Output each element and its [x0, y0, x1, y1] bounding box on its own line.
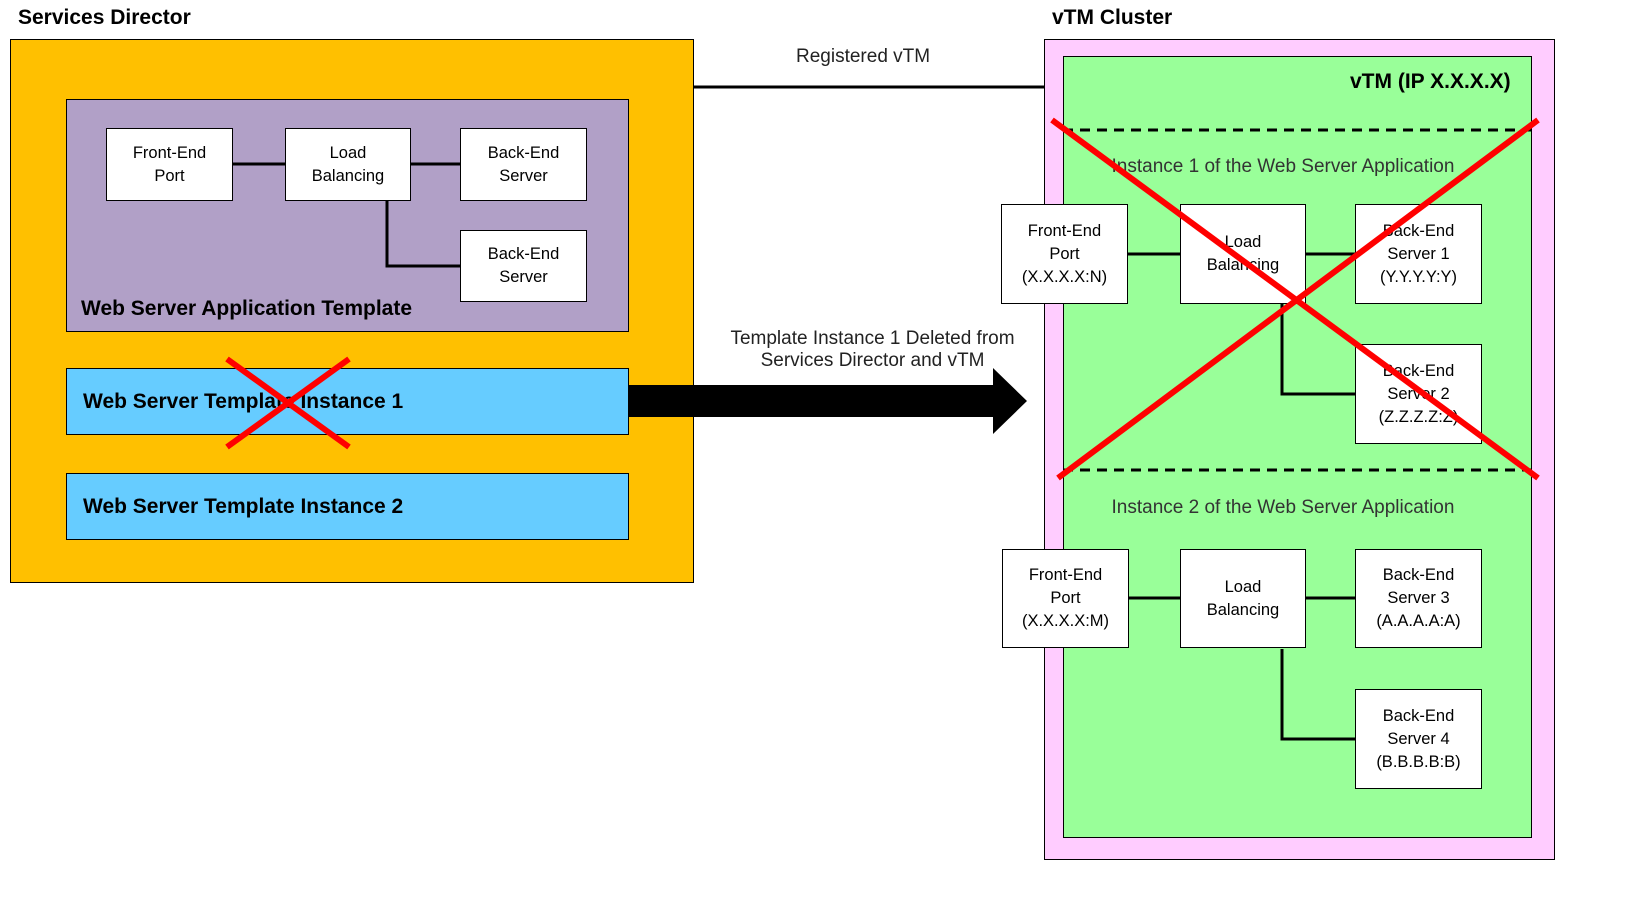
instance-2-load-balancing: Load Balancing	[1180, 549, 1306, 648]
template-back-end-server-2: Back-End Server	[460, 230, 587, 302]
services-director-title: Services Director	[18, 6, 191, 29]
template-instance-2-label: Web Server Template Instance 2	[83, 494, 404, 518]
instance-1-front-end-port: Front-End Port (X.X.X.X:N)	[1001, 204, 1128, 304]
instance-2-front-end-port: Front-End Port (X.X.X.X:M)	[1002, 549, 1129, 648]
template-instance-1-label: Web Server Template Instance 1	[83, 389, 404, 413]
instance-1-back-end-server-2: Back-End Server 2 (Z.Z.Z.Z:Z)	[1355, 344, 1482, 444]
vtm-cluster-title: vTM Cluster	[1052, 6, 1173, 29]
template-instance-2-bar[interactable]: Web Server Template Instance 2	[66, 473, 629, 540]
instance-2-back-end-server-3: Back-End Server 3 (A.A.A.A:A)	[1355, 549, 1482, 648]
template-instance-1-bar[interactable]: Web Server Template Instance 1	[66, 368, 629, 435]
instance-1-back-end-server-1: Back-End Server 1 (Y.Y.Y.Y:Y)	[1355, 204, 1482, 304]
instance-2-heading: Instance 2 of the Web Server Application	[1111, 497, 1455, 518]
application-template-title: Web Server Application Template	[81, 297, 413, 320]
template-load-balancing: Load Balancing	[285, 128, 411, 201]
registered-vtm-label: Registered vTM	[796, 46, 931, 67]
vtm-ip-title: vTM (IP X.X.X.X)	[1350, 70, 1511, 93]
template-front-end-port: Front-End Port	[106, 128, 233, 201]
instance-1-load-balancing: Load Balancing	[1180, 204, 1306, 304]
instance-1-heading: Instance 1 of the Web Server Application	[1111, 156, 1455, 177]
instance-2-back-end-server-4: Back-End Server 4 (B.B.B.B:B)	[1355, 689, 1482, 789]
deletion-label: Template Instance 1 Deleted from Service…	[730, 328, 1015, 371]
template-back-end-server-1: Back-End Server	[460, 128, 587, 201]
